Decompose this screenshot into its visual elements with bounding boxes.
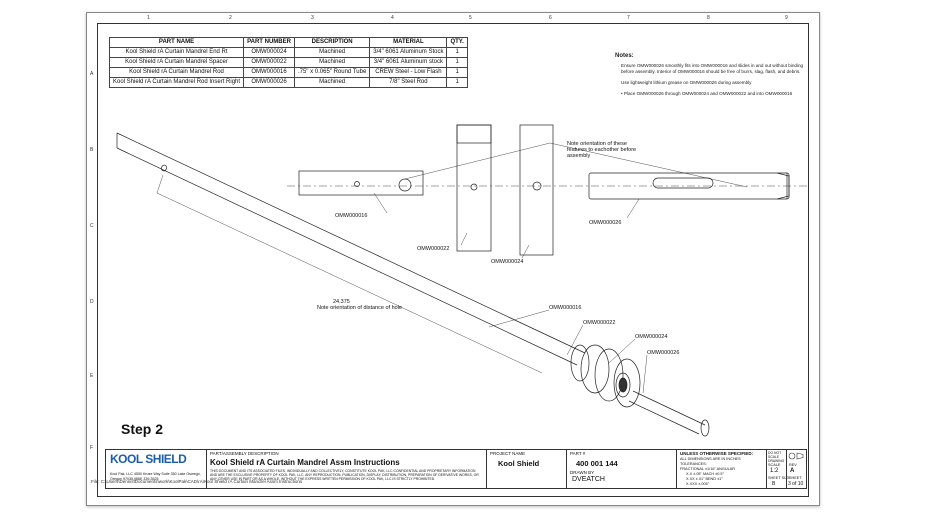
tolerance-line-6: X.XXX ±.005" [686, 482, 710, 486]
rod-hole-iso [161, 164, 167, 172]
iso-label-omw000024: OMW000024 [635, 334, 668, 340]
zone-a: A [90, 71, 94, 77]
iso-label-omw000026: OMW000026 [647, 350, 680, 356]
zone-b: B [90, 147, 94, 153]
title-block: KOOL SHIELD Kool Pak, LLC 4550 Kruse Way… [105, 449, 807, 489]
spacer-slot [456, 124, 492, 144]
part-number-label: PART # [570, 451, 586, 456]
spacer-view [456, 124, 492, 252]
legal-notice: THIS DOCUMENT AND ITS ASSOCIATED FILES, … [210, 469, 479, 481]
zone-7: 7 [627, 15, 630, 21]
zone-e: E [90, 373, 94, 379]
zone-c: C [90, 223, 94, 229]
company-address: Kool Pak, LLC 4550 Kruse Way Suite 350 L… [110, 472, 201, 481]
scale-value: 1:2 [770, 468, 779, 474]
sheet-size-label: SHEET SIZE [768, 476, 791, 480]
bom-row: Kool Shield rA Curtain Mandrel Spacer OM… [108, 57, 468, 68]
notes-title: Notes: [615, 53, 634, 59]
tolerance-line-1: ALL DIMENSIONS ARE IN INCHES [680, 457, 741, 461]
projection-symbol-icon [788, 452, 804, 460]
spacer-iso [570, 344, 590, 382]
zone-3: 3 [311, 15, 314, 21]
assembly-drawing [116, 124, 807, 437]
spacer-hole [470, 183, 478, 191]
iso-label-omw000022: OMW000022 [583, 320, 616, 326]
zone-9: 9 [785, 15, 788, 21]
description-value: Kool Shield rA Curtain Mandrel Assm Inst… [210, 458, 400, 467]
zone-1: 1 [147, 15, 150, 21]
project-label: PROJECT NAME [490, 451, 526, 456]
bom-row: Kool Shield rA Curtain Mandrel Rod OMW00… [108, 67, 468, 78]
rod-hole-large [398, 178, 412, 192]
zone-d: D [90, 299, 94, 305]
tolerance-line-3: FRACTIONAL ±1/16" ANGULAR [680, 467, 735, 471]
orientation-note: Note orientation of these features to ea… [567, 141, 637, 159]
tolerance-title: UNLESS OTHERWISE SPECIFIED: [680, 451, 754, 456]
zone-8: 8 [707, 15, 710, 21]
project-value: Kool Shield [498, 459, 540, 468]
rev-label: REV [789, 463, 797, 467]
drawing-border [97, 23, 809, 497]
tolerance-line-5: X.XX ±.01" BEND ±1° [686, 477, 723, 481]
sheet-value: 3 of 10 [788, 481, 804, 487]
bearing-iso [613, 358, 641, 408]
rod-end-view [298, 170, 424, 196]
dimension-note: Note orientation of distance of hole [317, 305, 403, 311]
bom-cell: Kool Shield rA Curtain Mandrel Rod Inser… [108, 77, 245, 88]
scale-label: SCALE [768, 463, 781, 467]
bom-row: Kool Shield rA Curtain Mandrel Rod Inser… [108, 77, 468, 88]
step-heading: Step 2 [121, 421, 164, 437]
drawing-sheet: 1 2 3 4 5 6 7 8 9 A B C D E F PART NAME … [86, 12, 820, 506]
insert-slot [652, 177, 714, 189]
bom-cell: 1 [446, 77, 468, 88]
insert-iso [632, 390, 706, 426]
drawn-by-label: DRAWN BY [570, 470, 595, 475]
iso-label-omw000016: OMW000016 [549, 305, 582, 311]
bom-cell: Machined [293, 77, 371, 88]
long-rod-bottom-edge [116, 147, 578, 366]
dimension-value: 24.375 [333, 299, 350, 305]
zone-6: 6 [549, 15, 552, 21]
end-view [519, 124, 554, 256]
part-label-omw000016: OMW000016 [335, 213, 368, 219]
end-iso [594, 348, 624, 402]
description-label: PART/ASSEMBLY DESCRIPTION [210, 451, 279, 456]
tolerance-line-2: TOLERANCES: [680, 462, 707, 466]
sheet-label: SHEET [789, 476, 802, 480]
drawn-by-value: DVEATCH [572, 476, 605, 483]
part-label-omw000024: OMW000024 [491, 259, 524, 265]
tolerance-line-4: X.X ±.05" MACH ±0.5° [686, 472, 725, 476]
zone-5: 5 [469, 15, 472, 21]
part-label-omw000022: OMW000022 [417, 246, 450, 252]
bom-row: Kool Shield rA Curtain Mandrel End Rt OM… [108, 47, 468, 58]
no-scale-note: DO NOT SCALE DRAWING [768, 451, 785, 463]
company-logo: KOOL SHIELD [110, 452, 187, 466]
notes-block: Notes: Ensure OMW000026 smoothly fits in… [615, 53, 805, 102]
long-rod-top-edge [116, 132, 586, 354]
rev-value: A [790, 468, 795, 474]
part-number-value: 400 001 144 [576, 459, 618, 468]
sheet-size-value: B [772, 481, 776, 487]
bom-table: PART NAME PART NUMBER DESCRIPTION MATERI… [108, 37, 468, 88]
note-1: Ensure OMW000026 smoothly fits into OMW0… [621, 63, 804, 74]
rod-hole-small [354, 181, 360, 187]
zone-2: 2 [229, 15, 232, 21]
zone-f: F [90, 445, 94, 451]
part-label-omw000026: OMW000026 [589, 220, 622, 226]
zone-4: 4 [391, 15, 394, 21]
file-path: File: C:\Users\Dennis\Documents\work\Koo… [91, 479, 303, 484]
note-3: • Place OMW000026 through OMW000024 and … [621, 91, 793, 96]
note-2: Use lightweight lithium grease on OMW000… [621, 80, 752, 85]
